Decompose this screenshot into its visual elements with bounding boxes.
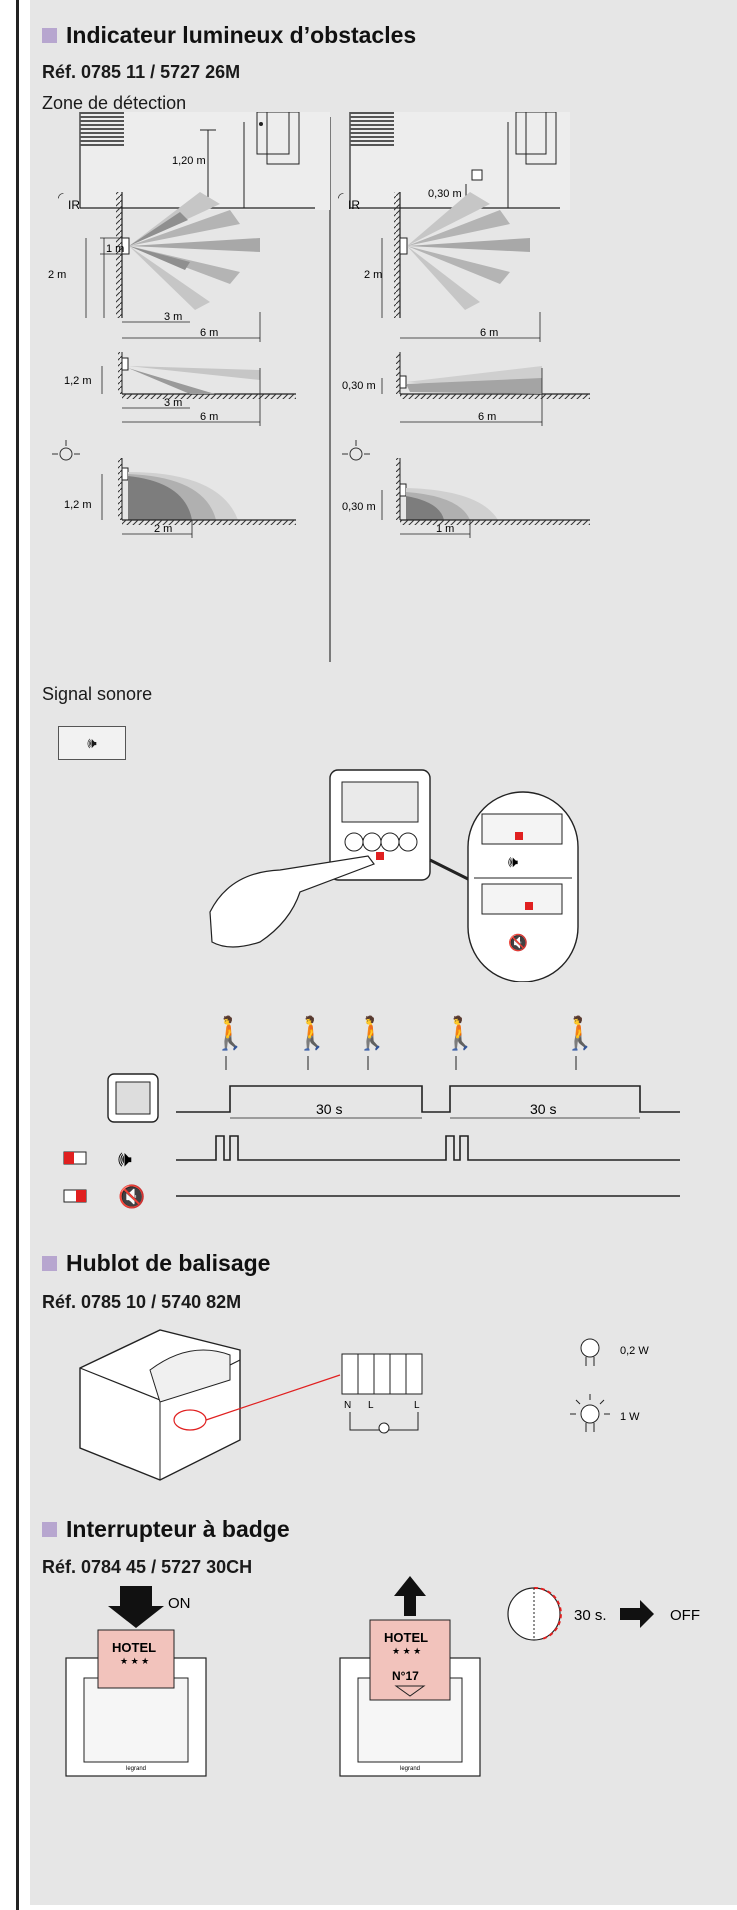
wiring-l1-label: L — [368, 1400, 374, 1411]
speaker-on-icon: 🕪 — [118, 1146, 132, 1171]
side-6m-left: 6 m — [200, 411, 218, 423]
section-title-badge-switch: Interrupteur à badge — [42, 1516, 290, 1543]
on-label: ON — [168, 1595, 191, 1612]
sound-signal-label: Signal sonore — [42, 684, 153, 704]
section1-title: Indicateur lumineux d’obstacles — [66, 22, 417, 48]
eject-arrow-icon — [394, 1576, 426, 1616]
section2-title: Hublot de balisage — [66, 1250, 271, 1276]
room-view-right: 0,30 m — [349, 112, 570, 210]
speaker-muted-icon: 🔇 — [118, 1184, 145, 1209]
speaker-icon: 🕪 — [87, 734, 97, 752]
wiring-l2-label: L — [414, 1400, 420, 1411]
timing-diagram: 🚶 🚶 🚶 🚶 🚶 30 s 30 s 🕪 🔇 — [63, 1015, 680, 1209]
light-height-right: 0,30 m — [342, 501, 376, 513]
side-3m-left: 3 m — [164, 397, 182, 409]
mount-height-label-left: 1,20 m — [172, 155, 206, 167]
detection-zone-label: Zone de détection — [42, 93, 187, 113]
marker-light-illustration: N L L 0,2 W 1 W — [79, 1329, 649, 1481]
section-square-icon — [42, 1522, 57, 1537]
person-walking-icon: 🚶 — [560, 1015, 600, 1051]
off-label: OFF — [670, 1607, 700, 1624]
svg-text:◜: ◜ — [338, 189, 344, 205]
insert-arrow-icon — [108, 1586, 164, 1628]
brand-logo-right: legrand — [400, 1766, 420, 1772]
person-walking-icon: 🚶 — [292, 1015, 332, 1051]
section3-title: Interrupteur à badge — [66, 1516, 290, 1542]
device-switch-illustration: 🕪 🔇 — [209, 769, 579, 982]
content-panel: Indicateur lumineux d’obstacles Réf. 078… — [30, 0, 737, 1905]
side-6m-right: 6 m — [478, 411, 496, 423]
section-title-marker-light: Hublot de balisage — [42, 1250, 270, 1277]
ir-label-left: IR — [68, 198, 80, 212]
side-height-right: 0,30 m — [342, 380, 376, 392]
dim-3m-left: 3 m — [164, 311, 182, 323]
person-walking-icon: 🚶 — [210, 1015, 250, 1051]
side-view-left: 1,2 m 3 m 6 m — [64, 352, 296, 426]
section1-reference: Réf. 0785 11 / 5727 26M — [42, 62, 241, 82]
duration-label-1: 30 s — [316, 1101, 342, 1117]
dim-2m-right: 2 m — [364, 269, 382, 281]
section2-reference: Réf. 0785 10 / 5740 82M — [42, 1292, 242, 1312]
light-2m-left: 2 m — [154, 523, 172, 535]
section-title-obstacle-indicator: Indicateur lumineux d’obstacles — [42, 22, 416, 49]
ir-label-right: IR — [348, 198, 360, 212]
dim-1m-left: 1 m — [106, 243, 124, 255]
card-hotel-text-right: HOTEL — [384, 1630, 428, 1645]
speaker-button[interactable]: 🕪 — [58, 726, 126, 760]
power-low-label: 0,2 W — [620, 1345, 649, 1357]
brand-logo-left: legrand — [126, 1766, 146, 1772]
ir-zone-left: ◜ IR 1 m 2 m 3 m 6 m — [48, 189, 261, 342]
mount-height-label-right: 0,30 m — [428, 188, 462, 200]
timer-label: 30 s. — [574, 1607, 607, 1624]
dim-6m-right: 6 m — [480, 327, 498, 339]
dim-6m-left: 6 m — [200, 327, 218, 339]
light-height-left: 1,2 m — [64, 499, 92, 511]
dim-2m-left: 2 m — [48, 269, 66, 281]
svg-text:🕪: 🕪 — [508, 854, 518, 871]
section-square-icon — [42, 28, 57, 43]
section3-reference: Réf. 0784 45 / 5727 30CH — [42, 1557, 253, 1577]
svg-text:🔇: 🔇 — [508, 933, 528, 952]
side-height-left: 1,2 m — [64, 375, 92, 387]
light-view-left: 1,2 m 2 m — [52, 440, 296, 538]
light-1m-right: 1 m — [436, 523, 454, 535]
wiring-n-label: N — [344, 1400, 351, 1411]
light-view-right: 0,30 m 1 m — [342, 440, 590, 538]
card-hotel-text: HOTEL — [112, 1640, 156, 1655]
section-square-icon — [42, 1256, 57, 1271]
badge-switch-illustration: ON HOTEL ★ ★ ★ legrand HOTEL ★ ★ ★ N°17 … — [65, 1576, 700, 1777]
detection-zone-diagram: 1,20 m ◜ IR 1 m 2 m 3 m 6 m — [48, 112, 590, 662]
person-walking-icon: 🚶 — [440, 1015, 480, 1051]
card-stars: ★ ★ ★ — [120, 1656, 149, 1666]
right-arrow-icon — [620, 1600, 654, 1628]
left-border — [0, 0, 19, 1910]
side-view-right: 0,30 m 6 m — [342, 352, 590, 426]
person-walking-icon: 🚶 — [352, 1015, 392, 1051]
svg-text:◜: ◜ — [58, 189, 64, 205]
power-high-label: 1 W — [620, 1411, 640, 1423]
ir-zone-right: ◜ IR 2 m 6 m — [338, 189, 541, 342]
card-stars-right: ★ ★ ★ — [392, 1646, 421, 1656]
room-number: N°17 — [392, 1669, 419, 1683]
duration-label-2: 30 s — [530, 1101, 556, 1117]
